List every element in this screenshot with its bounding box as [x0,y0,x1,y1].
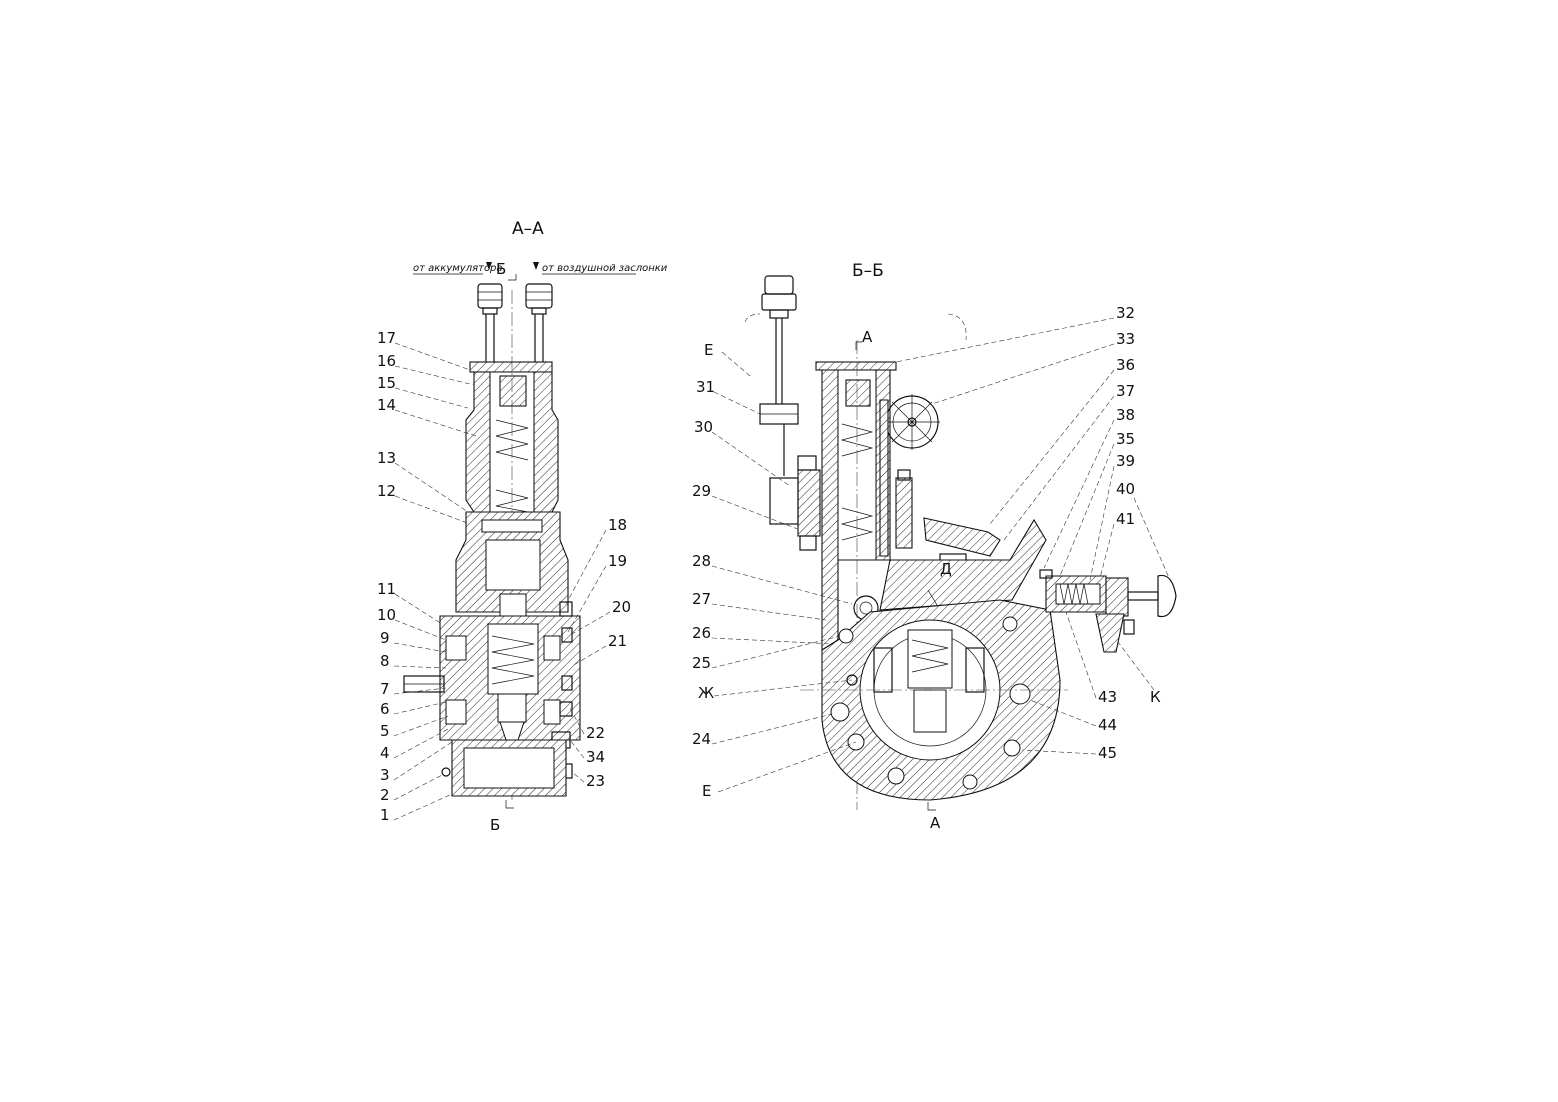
top-fitting [744,275,967,476]
callout-22: 22 [586,724,605,742]
callout-38: 38 [1116,406,1135,424]
callout-23: 23 [586,772,605,790]
callout-24: 24 [692,730,711,748]
callout-44: 44 [1098,716,1117,734]
callout-20: 20 [612,598,631,616]
gear-wheel [879,394,940,557]
callout-13: 13 [377,449,396,467]
callout-26: 26 [692,624,711,642]
section-aa-title: А–А [512,219,544,239]
bottom-chamber: Б [441,739,567,834]
section-mark-b-bottom: Б [490,816,500,834]
section-bb-view: Б–Б А [692,261,1177,832]
callout-14: 14 [377,396,396,414]
callout-Zh: Ж [698,684,714,702]
callout-28: 28 [692,552,711,570]
callout-19: 19 [608,552,627,570]
callout-D: Д [940,560,952,578]
callout-10: 10 [377,606,396,624]
callout-27: 27 [692,590,711,608]
callout-9: 9 [380,629,390,647]
lever-arm: Д [853,469,1047,621]
callout-4: 4 [380,744,390,762]
flow-label-air-damper: от воздушной заслонки [542,263,668,274]
middle-body [455,511,569,617]
callout-5: 5 [380,722,390,740]
inlet-fittings [477,283,553,362]
callouts-left-aa: 17 16 15 14 13 12 11 10 9 8 7 6 5 [377,329,477,824]
callout-E-top: Е [704,341,713,359]
side-bracket [769,455,821,551]
callout-11: 11 [377,580,396,598]
callout-17: 17 [377,329,396,347]
callout-21: 21 [608,632,627,650]
callout-3: 3 [380,766,390,784]
flow-arrow-icon [486,262,492,270]
callout-33: 33 [1116,330,1135,348]
callout-K: К [1150,688,1161,706]
callouts-right-aa: 18 19 20 21 22 34 23 [565,516,631,790]
callout-7: 7 [380,680,390,698]
callout-39: 39 [1116,452,1135,470]
upper-cylinder-housing [465,290,559,800]
callout-35: 35 [1116,430,1135,448]
callout-32: 32 [1116,304,1135,322]
section-mark-a-bottom: А [930,814,941,832]
callout-41: 41 [1116,510,1135,528]
section-mark-b-top: Б [496,260,506,278]
callout-12: 12 [377,482,396,500]
right-valve-assembly [1039,569,1177,653]
section-aa-view: А–А от аккумулятора Б от воздушной засло… [377,219,668,834]
callout-1: 1 [380,806,390,824]
callout-2: 2 [380,786,390,804]
callout-36: 36 [1116,356,1135,374]
callouts-left-bb: Е 31 30 29 28 27 26 25 Ж 24 Е [692,341,857,800]
callout-29: 29 [692,482,711,500]
section-bb-title: Б–Б [852,261,884,281]
callout-45: 45 [1098,744,1117,762]
callout-6: 6 [380,700,390,718]
callout-25: 25 [692,654,711,672]
main-round-body: А [800,599,1068,832]
callout-31: 31 [696,378,715,396]
callout-E-bottom: Е [702,782,711,800]
callout-43: 43 [1098,688,1117,706]
callout-15: 15 [377,374,396,392]
callout-18: 18 [608,516,627,534]
callout-40: 40 [1116,480,1135,498]
callout-37: 37 [1116,382,1135,400]
flow-label-accumulator: от аккумулятора [413,263,503,274]
callout-34: 34 [586,748,605,766]
callout-8: 8 [380,652,390,670]
lower-valve-block [403,601,581,779]
callout-30: 30 [694,418,713,436]
flow-arrow-icon [533,262,539,270]
section-mark-a-top: А [862,328,873,346]
callout-16: 16 [377,352,396,370]
callouts-right-bb: 32 33 36 37 38 35 39 40 41 43 44 45 К [895,304,1171,762]
